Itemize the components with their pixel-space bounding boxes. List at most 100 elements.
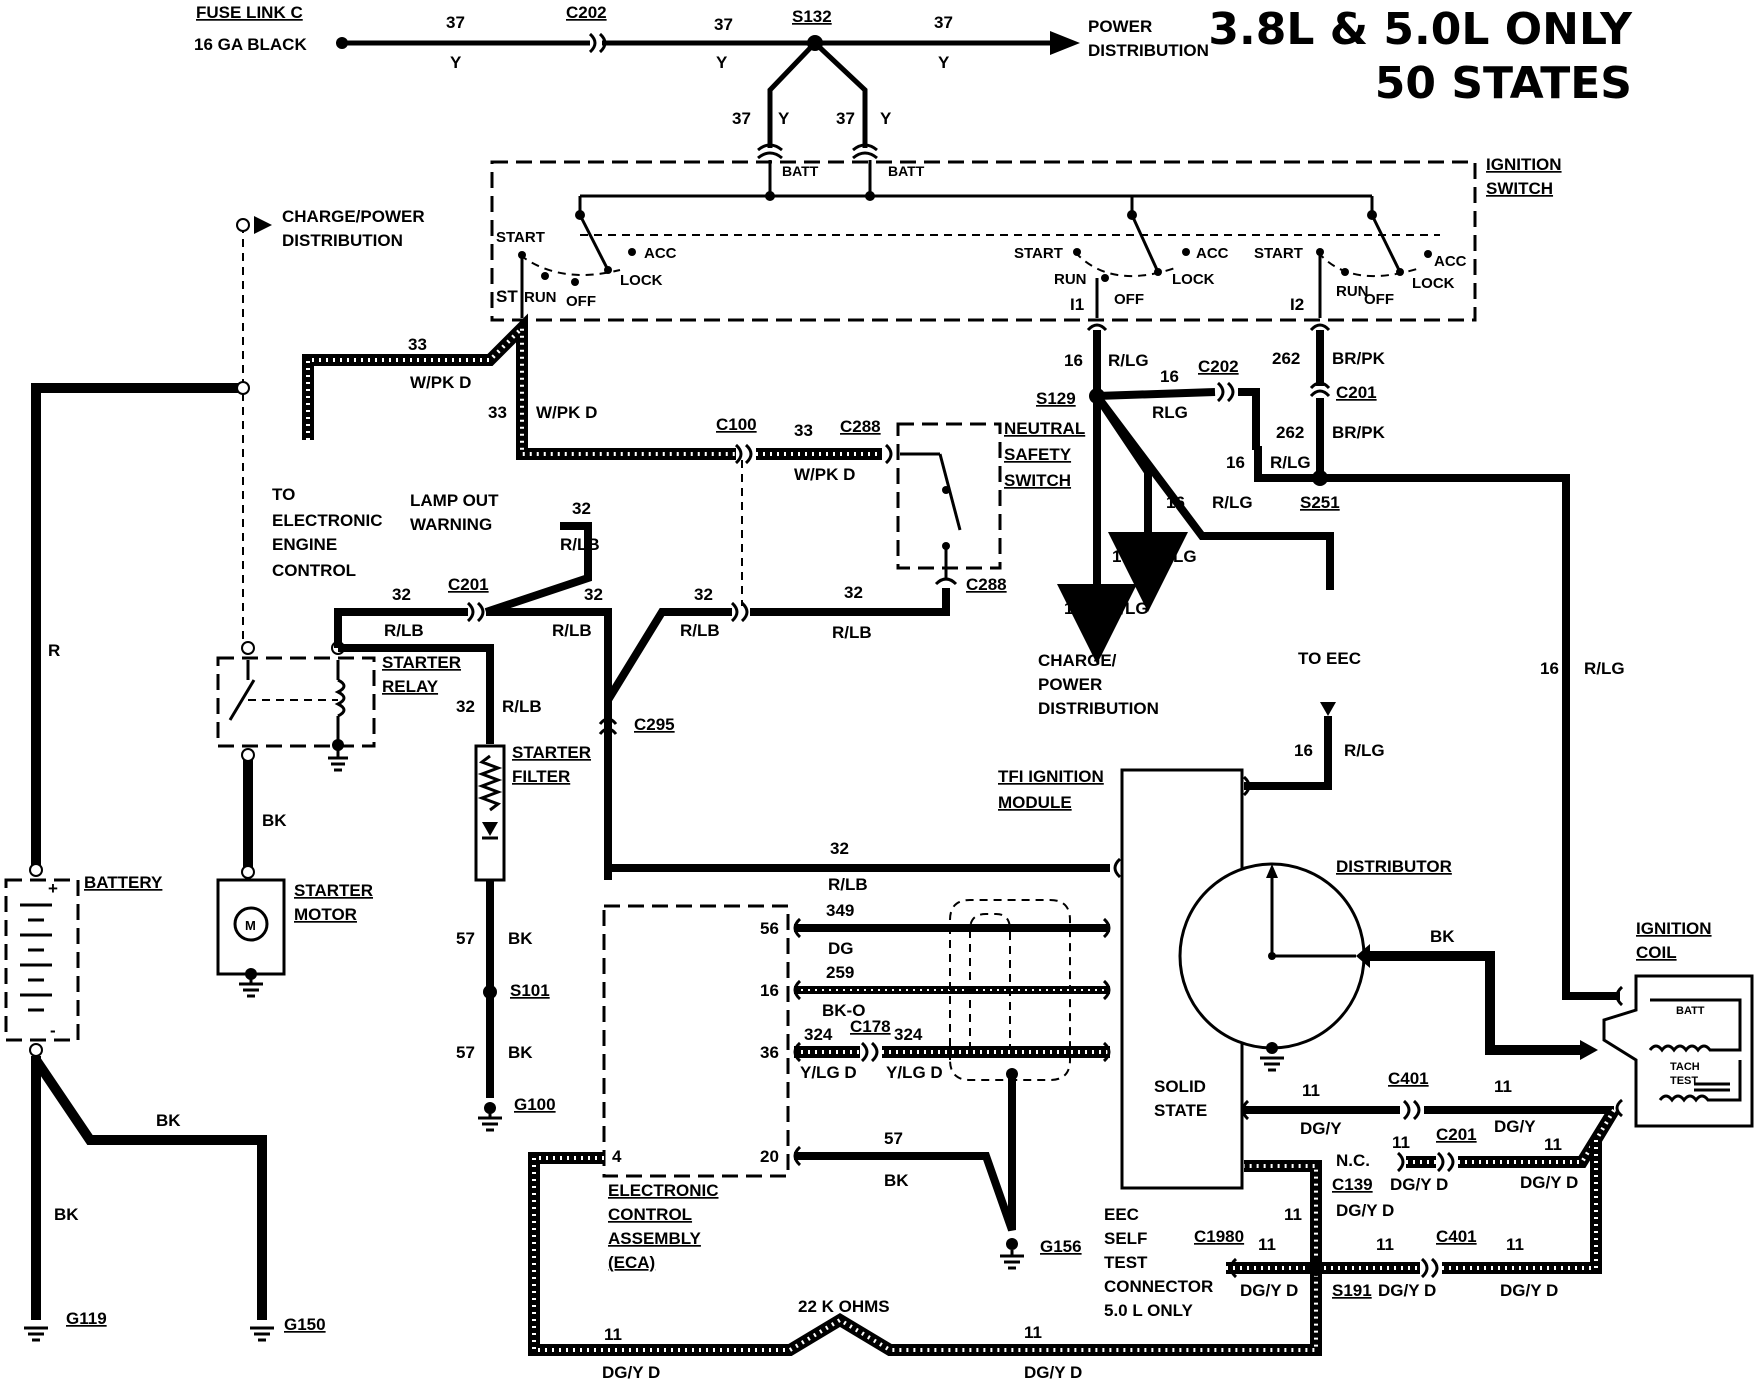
filter-resistor-icon xyxy=(477,754,503,812)
s132-label: S132 xyxy=(792,7,832,26)
wire-16-num-c202: 16 xyxy=(1160,367,1179,386)
coil-tach-label-1: TACH xyxy=(1670,1061,1700,1073)
to-eec-label-3: ENGINE xyxy=(272,535,337,554)
c201-label-bottom: C201 xyxy=(1436,1125,1477,1144)
wire-11-color-c1980: DG/Y D xyxy=(1240,1281,1298,1300)
coil-label-2: COIL xyxy=(1636,943,1677,962)
to-eec-label-1: TO xyxy=(272,485,295,504)
wire-16-tfi xyxy=(1244,716,1332,790)
g100-label: G100 xyxy=(514,1095,556,1114)
c202-connector xyxy=(1216,381,1235,403)
wire-57-bk-a: BK xyxy=(508,929,533,948)
wire-16-num-b3: 16 xyxy=(1166,493,1185,512)
c288-label-bottom: C288 xyxy=(966,575,1007,594)
c202-label-top: C202 xyxy=(566,3,607,22)
coil-batt-label: BATT xyxy=(1676,1005,1705,1017)
tfi-label-1: TFI IGNITION xyxy=(998,767,1104,786)
c401-connector-b xyxy=(1420,1257,1439,1279)
wire-32-lamp xyxy=(484,522,592,616)
to-eec-label-2: ELECTRONIC xyxy=(272,511,383,530)
coil-tach-connector xyxy=(1615,1098,1623,1118)
c178-connector xyxy=(860,1041,879,1063)
wire-16-s251-left xyxy=(1254,446,1320,482)
coil-tach-label-2: TEST xyxy=(1670,1075,1698,1087)
wire-262-color-b: BR/PK xyxy=(1332,423,1386,442)
power-dist-label-1: POWER xyxy=(1088,17,1152,36)
distributor-rotor-tip xyxy=(1266,864,1278,878)
c178-label: C178 xyxy=(850,1017,891,1036)
switch3-blade xyxy=(1370,214,1402,273)
eec-self-test-label-4: CONNECTOR xyxy=(1104,1277,1213,1296)
i2-connector xyxy=(1309,323,1331,332)
pin-4-label: 4 xyxy=(612,1147,622,1166)
switch1-acc-label: ACC xyxy=(644,245,677,262)
switch1-acc-contact xyxy=(628,248,636,256)
starter-motor-label-1: STARTER xyxy=(294,881,373,900)
power-dist-arrow xyxy=(1050,31,1080,55)
switch2-acc-contact xyxy=(1182,248,1190,256)
ohms-label: 22 K OHMS xyxy=(798,1297,890,1316)
switch2-i1-label: I1 xyxy=(1070,295,1084,314)
pin-20-label: 20 xyxy=(760,1147,779,1166)
wire-33-color-nss: W/PK D xyxy=(794,465,855,484)
wire-11-color-c401-b: DG/Y D xyxy=(1500,1281,1558,1300)
coil-batt-connector xyxy=(1615,985,1624,1007)
eca-label-3: ASSEMBLY xyxy=(608,1229,702,1248)
wire-11-color-s191: DG/Y D xyxy=(1378,1281,1436,1300)
eec-self-test-label-1: EEC xyxy=(1104,1205,1139,1224)
batt-feed-left xyxy=(767,41,817,148)
s101-label: S101 xyxy=(510,981,550,1000)
wire-y-c: Y xyxy=(938,53,950,72)
wire-262-num-a: 262 xyxy=(1272,349,1300,368)
switch1-off-label: OFF xyxy=(566,293,596,310)
wire-16-c202-b xyxy=(1238,388,1260,450)
wire-262-color-a: BR/PK xyxy=(1332,349,1386,368)
nss-blade xyxy=(938,453,962,531)
wire-11-num-c139: 11 xyxy=(1392,1133,1410,1152)
wire-16-branch-2 xyxy=(1093,393,1188,612)
tfi-16-connector xyxy=(1242,775,1251,797)
wire-324-num-a: 324 xyxy=(804,1025,833,1044)
battery-box xyxy=(4,878,80,1042)
switch3-start-label: START xyxy=(1254,245,1303,262)
wire-11-num-loop-a: 11 xyxy=(604,1325,622,1344)
switch1-lock-label: LOCK xyxy=(620,272,663,289)
wire-16-coil xyxy=(1320,474,1620,1000)
distributor-cap-terminal xyxy=(1356,944,1370,968)
starter-motor-label-2: MOTOR xyxy=(294,905,357,924)
switch1-off-contact xyxy=(571,278,579,286)
wire-11-num-s191-up: 11 xyxy=(1284,1205,1302,1224)
wire-324-color-a: Y/LG D xyxy=(800,1063,857,1082)
starter-relay-label-1: STARTER xyxy=(382,653,461,672)
pin-56-label: 56 xyxy=(760,919,779,938)
wire-32-c100 xyxy=(604,608,732,703)
starter-relay-box xyxy=(216,656,376,748)
charge-power-arrow xyxy=(254,216,272,234)
s129-label: S129 xyxy=(1036,389,1076,408)
eca-label-1: ELECTRONIC xyxy=(608,1181,719,1200)
batt-connector-left xyxy=(757,143,783,160)
switch3-acc-label: ACC xyxy=(1434,253,1467,270)
wire-16-num-b2: 16 xyxy=(1112,547,1131,566)
g119-label: G119 xyxy=(66,1309,107,1328)
switch2-run-label: RUN xyxy=(1054,271,1087,288)
wire-32-num-b: 32 xyxy=(584,585,603,604)
wire-11-num-b: 11 xyxy=(1494,1077,1512,1096)
switch2-arc xyxy=(1074,251,1176,278)
to-eec-label-4: CONTROL xyxy=(272,561,356,580)
motor-ground-node xyxy=(245,968,257,980)
wire-16-eec xyxy=(1093,393,1334,590)
wire-11-color-loop-a: DG/Y D xyxy=(602,1363,660,1382)
c100-connector-top xyxy=(734,443,753,465)
eca-box xyxy=(602,904,790,1178)
battery-r-wire xyxy=(31,383,243,870)
bk-label-g119: BK xyxy=(54,1205,79,1224)
g119-ground-icon xyxy=(24,1326,48,1342)
wire-57-num-b: 57 xyxy=(456,1043,475,1062)
wire-57-num-g156: 57 xyxy=(884,1129,903,1148)
battery-minus: - xyxy=(50,1021,56,1040)
wire-16-num-s251: 16 xyxy=(1226,453,1245,472)
wire-32-color-c: R/LB xyxy=(680,621,720,640)
solid-state-label-1: SOLID xyxy=(1154,1077,1206,1096)
shield-outline-outer xyxy=(949,899,1071,1081)
